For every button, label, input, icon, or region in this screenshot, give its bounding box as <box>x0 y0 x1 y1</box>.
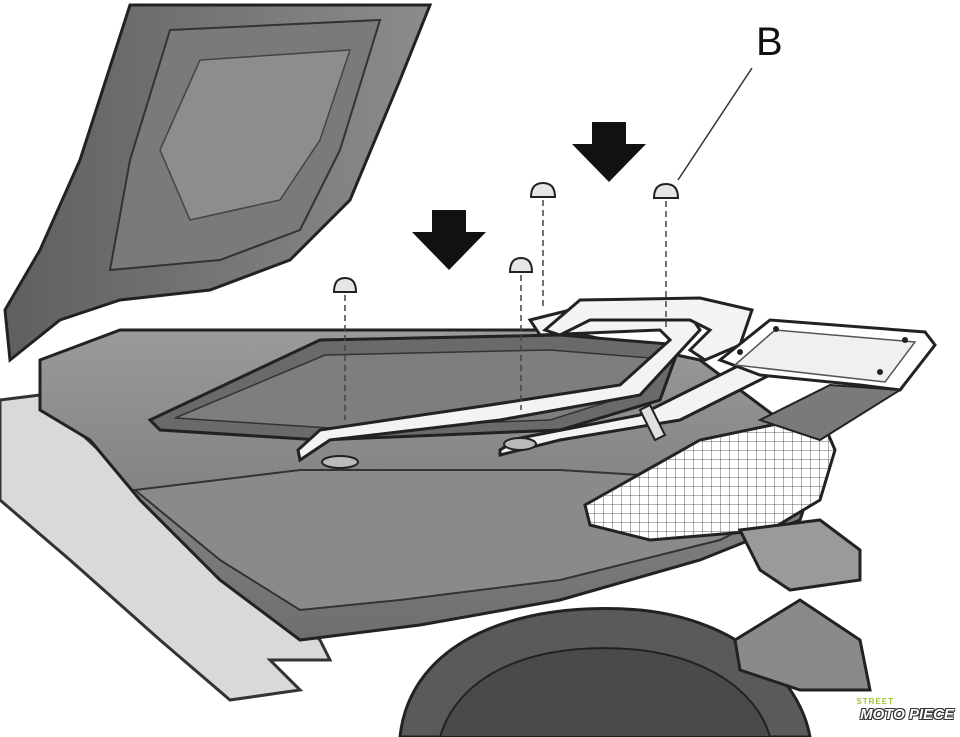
callout-leader-line <box>677 67 753 181</box>
callout-label-b: B <box>756 20 783 64</box>
arrow-down-right-icon <box>572 122 646 182</box>
bolt-cap-4 <box>652 182 680 330</box>
rear-fender <box>733 518 872 692</box>
bolt-cap-1 <box>332 276 358 420</box>
rear-wheel <box>398 607 812 737</box>
bolt-cap-2 <box>508 256 534 410</box>
watermark-main-text: MOTO PIECE <box>860 706 954 723</box>
tail-light-mesh <box>583 413 837 542</box>
bolt-cap-3 <box>529 181 557 310</box>
raised-seat <box>3 3 433 363</box>
watermark-logo: STREET MOTO PIECE <box>856 697 954 723</box>
watermark-small-text: STREET <box>856 697 894 706</box>
top-plate <box>717 318 937 442</box>
arrow-down-left-icon <box>412 210 486 270</box>
mounting-points <box>321 437 537 469</box>
